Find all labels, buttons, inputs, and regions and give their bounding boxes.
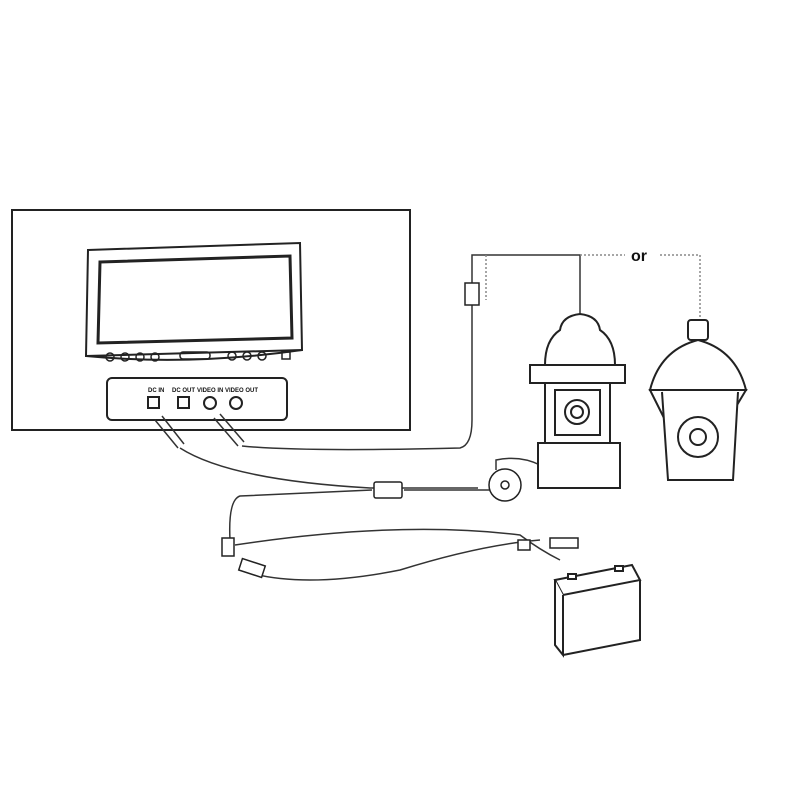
video-plug [213, 413, 245, 447]
port-label-video-out: VIDEO OUT [225, 388, 258, 394]
video-in-port [203, 396, 217, 410]
video-out-port [229, 396, 243, 410]
dc-out-port [177, 396, 190, 409]
connectors [221, 282, 579, 579]
cables [154, 254, 581, 581]
dotted-links [485, 254, 701, 320]
port-label-dc-in: DC IN [148, 388, 164, 394]
camera-option-1 [529, 312, 626, 489]
mounting-board [11, 209, 411, 431]
dc-plug [154, 415, 185, 449]
monitor-buttons [105, 351, 291, 362]
port-label-dc-out: DC OUT [172, 388, 195, 394]
port-label-video-in: VIDEO IN [197, 388, 223, 394]
or-label: or [631, 248, 647, 265]
camera-option-2 [648, 319, 748, 481]
dc-in-port [147, 396, 160, 409]
monitor [84, 241, 304, 362]
connector-panel [106, 377, 288, 421]
battery [553, 563, 642, 658]
